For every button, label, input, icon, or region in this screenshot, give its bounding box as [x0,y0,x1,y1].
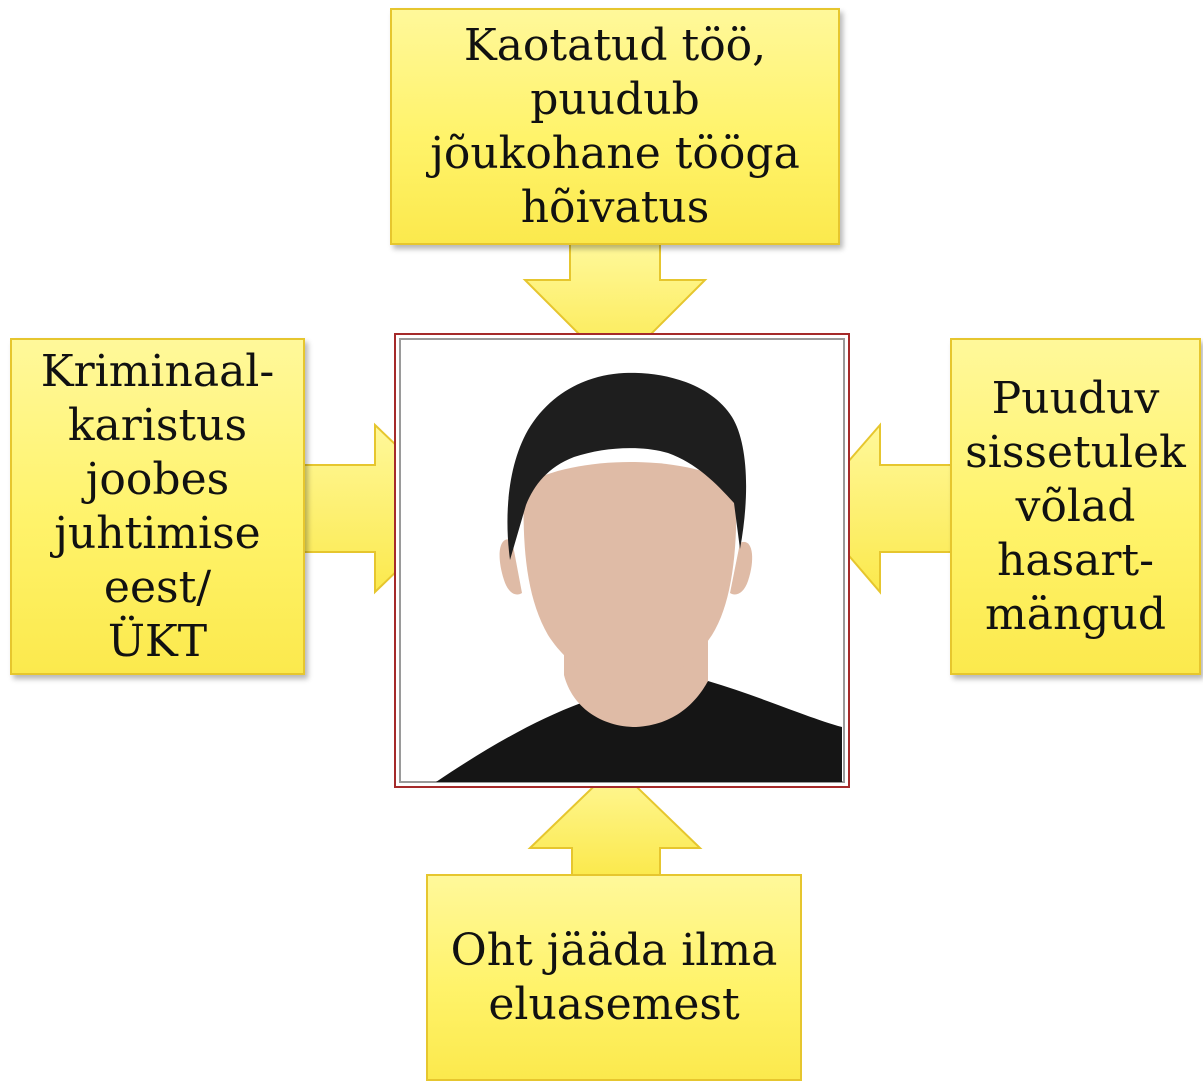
callout-lost-job-line-1: Kaotatud töö, [463,19,767,71]
callout-no-income-line-2: sissetulek [965,426,1186,478]
callout-housing-risk-line-1: Oht jääda ilma [450,924,778,976]
callout-criminal-record-line-6: ÜKT [107,615,208,667]
callout-housing-risk-line-2: eluasemest [488,978,740,1030]
callout-lost-job-line-4: hõivatus [520,181,710,233]
callout-lost-job-text: Kaotatud töö, puudub jõukohane tööga hõi… [430,19,800,235]
callout-criminal-record-line-3: joobes [85,453,230,505]
callout-criminal-record-line-2: karistus [67,399,248,451]
callout-criminal-record: Kriminaal- karistus joobes juhtimise ees… [10,338,305,675]
person-portrait-frame [394,333,850,788]
callout-no-income-line-1: Puuduv [991,372,1160,424]
callout-no-income-text: Puuduv sissetulek võlad hasart- mängud [965,372,1186,642]
callout-lost-job-line-2: puudub [530,73,700,125]
person-silhouette-icon [399,338,845,783]
callout-housing-risk-text: Oht jääda ilma eluasemest [451,924,778,1032]
callout-no-income-line-5: mängud [985,588,1166,640]
callout-criminal-record-line-1: Kriminaal- [40,345,275,397]
callout-no-income: Puuduv sissetulek võlad hasart- mängud [950,338,1201,675]
callout-lost-job-line-3: jõukohane tööga [430,127,800,179]
callout-housing-risk: Oht jääda ilma eluasemest [426,874,802,1081]
callout-criminal-record-line-5: eest/ [103,561,212,613]
callout-no-income-line-4: hasart- [997,534,1154,586]
callout-criminal-record-text: Kriminaal- karistus joobes juhtimise ees… [41,345,275,669]
callout-criminal-record-line-4: juhtimise [54,507,261,559]
callout-lost-job: Kaotatud töö, puudub jõukohane tööga hõi… [390,8,840,245]
arrow-top-down [522,243,708,372]
arrow-bottom-up [527,764,703,876]
callout-no-income-line-3: võlad [1015,480,1136,532]
